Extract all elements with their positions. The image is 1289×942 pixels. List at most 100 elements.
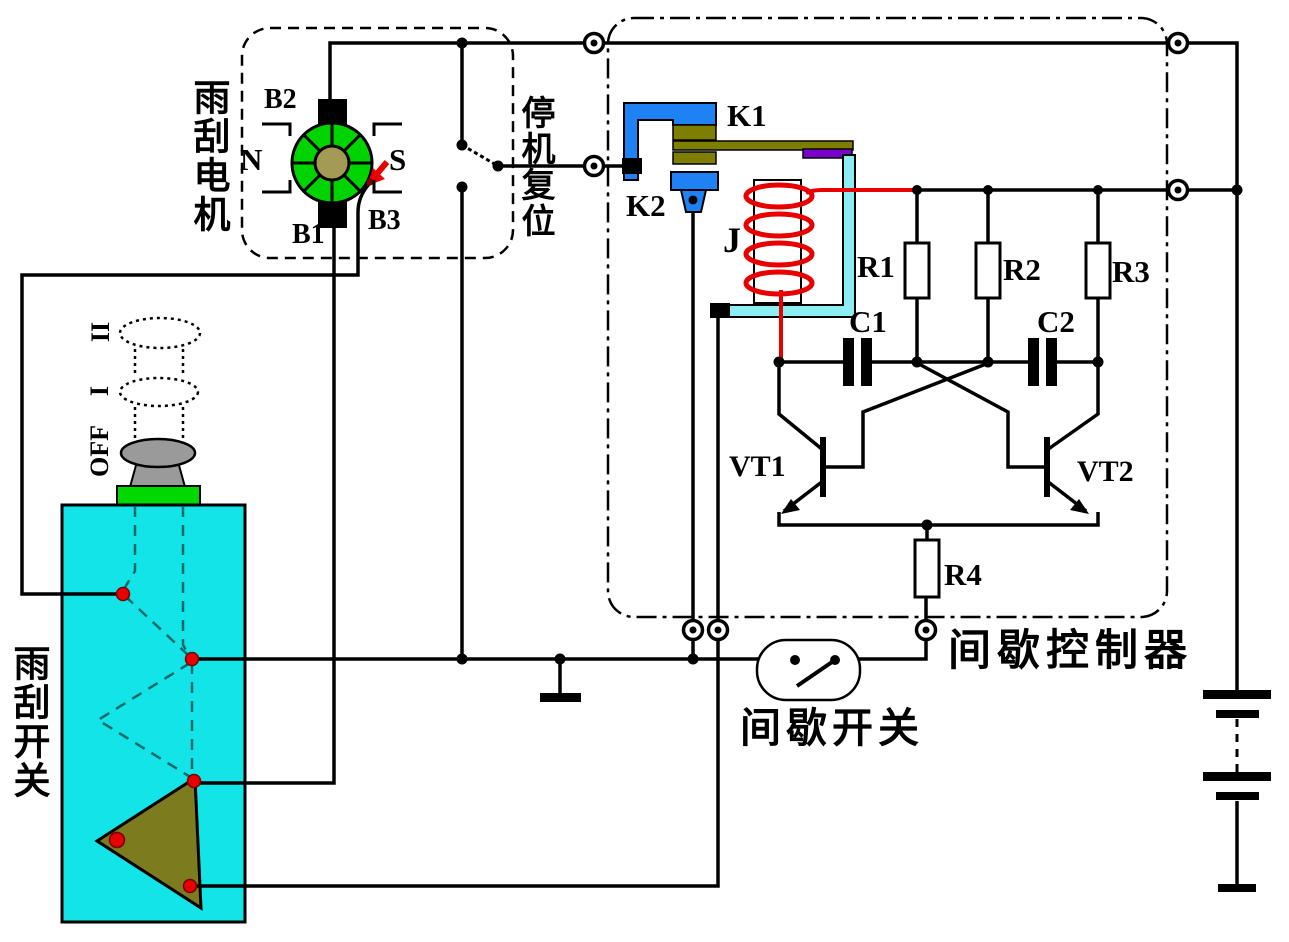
stop-reset-lever [461,143,499,168]
controller-box-outline [606,16,1169,619]
transistor-vt1-emitter-arrow [781,499,800,514]
relay-k2-junction [688,195,698,205]
capacitor-c2-plate-left [1028,338,1039,386]
contact-dot-common [184,651,200,667]
contact-dot-off [115,586,131,602]
resistors [903,241,1112,599]
battery-plate-short-2 [1216,792,1259,800]
wiper-switch-title: 雨刮开关 [7,644,50,800]
battery-plate-long-1 [1203,690,1271,699]
controller-title: 间歇控制器 [948,626,1193,676]
wire-b3 [20,181,372,596]
wire-vt2-collector [1045,362,1100,452]
motor-commutator [313,144,351,182]
pole-bracket-left [262,122,292,194]
label-r4: R4 [944,557,982,592]
label-b3: B3 [368,205,401,236]
resistor-r1 [903,241,931,300]
wire-vt1-base [826,362,987,469]
wire-supply-rail [328,41,1239,691]
switch-internal-linkage [95,506,194,780]
wire-relay-frame [192,318,720,888]
label-pole-n: N [240,142,263,177]
wire-b1 [196,226,336,785]
intermittent-switch-label: 间歇开关 [740,704,924,752]
battery-end-bar [1218,884,1256,892]
label-r3: R3 [1112,254,1150,289]
label-r1: R1 [857,249,895,284]
relay-contact-k1-spring [623,102,717,181]
label-relay-coil: J [723,220,741,260]
switch-contact-dots [108,586,202,894]
label-r2: R2 [1003,252,1041,287]
knob-position-2 [118,316,202,350]
transistor-vt2-emitter-arrow [1070,499,1089,514]
transistor-vt2-base-bar [1044,437,1050,497]
motor-title: 雨刮电机 [187,78,230,234]
knob-label-2: II [86,321,115,343]
relay-contact-pad-lower [672,151,717,165]
relay-armature [672,140,854,151]
stop-reset-pivot [492,160,504,172]
intermittent-switch [755,638,862,702]
relay-insulator [802,148,853,159]
label-k1: K1 [727,98,767,133]
contact-dot-frame [182,878,198,894]
resistor-r4 [913,538,941,599]
contact-dot-plate [108,831,126,849]
label-k2: K2 [626,188,666,223]
label-c1: C1 [849,304,887,339]
wire-r4-to-switch [836,597,928,661]
stop-reset-label: 停机复位 [515,95,555,239]
transistors [781,437,1089,514]
label-vt2: VT2 [1077,455,1134,488]
capacitor-c1-plate-right [861,338,872,386]
capacitor-c1-plate-left [843,338,854,386]
transistor-vt1-base-bar [820,437,826,497]
wire-emitter-rail [777,512,1100,527]
wire-vt2-base [918,362,1044,469]
stop-reset-switch [456,139,504,193]
switch-contact-plate [94,775,203,911]
motor-rotor-spokes [293,124,371,202]
wire-vt1-collector [777,362,825,452]
relay-contact-pad-upper [672,124,717,141]
label-c2: C2 [1037,304,1075,339]
knob-position-links [133,349,185,438]
pole-bracket-right [372,122,402,194]
intermittent-switch-contact-left [790,655,800,665]
knob-position-1 [118,376,200,408]
junction-dots [456,37,1243,665]
battery-plate-long-2 [1203,772,1271,781]
intermittent-switch-contact-right [830,655,840,665]
contact-dot-b1 [186,773,202,789]
wires [20,41,1239,888]
battery [1203,690,1271,892]
capacitors [843,338,1057,386]
relay-contact-k2-bar [670,171,719,191]
capacitor-c2-plate-right [1046,338,1057,386]
label-b2: B2 [264,84,297,115]
wiper-motor [262,99,402,228]
terminals [582,31,1190,642]
resistor-r3 [1084,241,1112,300]
motor-brush-b1 [318,202,347,228]
motor-box-outline [240,26,515,260]
relay-frame-terminal [710,303,730,318]
stop-reset-contact-lower [456,181,468,193]
battery-plate-short-1 [1216,710,1259,718]
intermittent-switch-outline [755,638,862,702]
label-pole-s: S [389,142,407,177]
motor-brush-b3-contact [366,178,374,186]
relay-coil-wire-top [805,188,917,195]
stop-reset-contact-upper [456,139,468,151]
knob-position-off [119,437,197,469]
ground-symbol [540,693,581,702]
relay-spring-terminal [622,158,642,174]
intermittent-switch-lever [795,658,837,688]
wiper-switch-assembly [60,316,247,924]
resistor-r2 [974,241,1002,300]
switch-base [116,485,201,507]
